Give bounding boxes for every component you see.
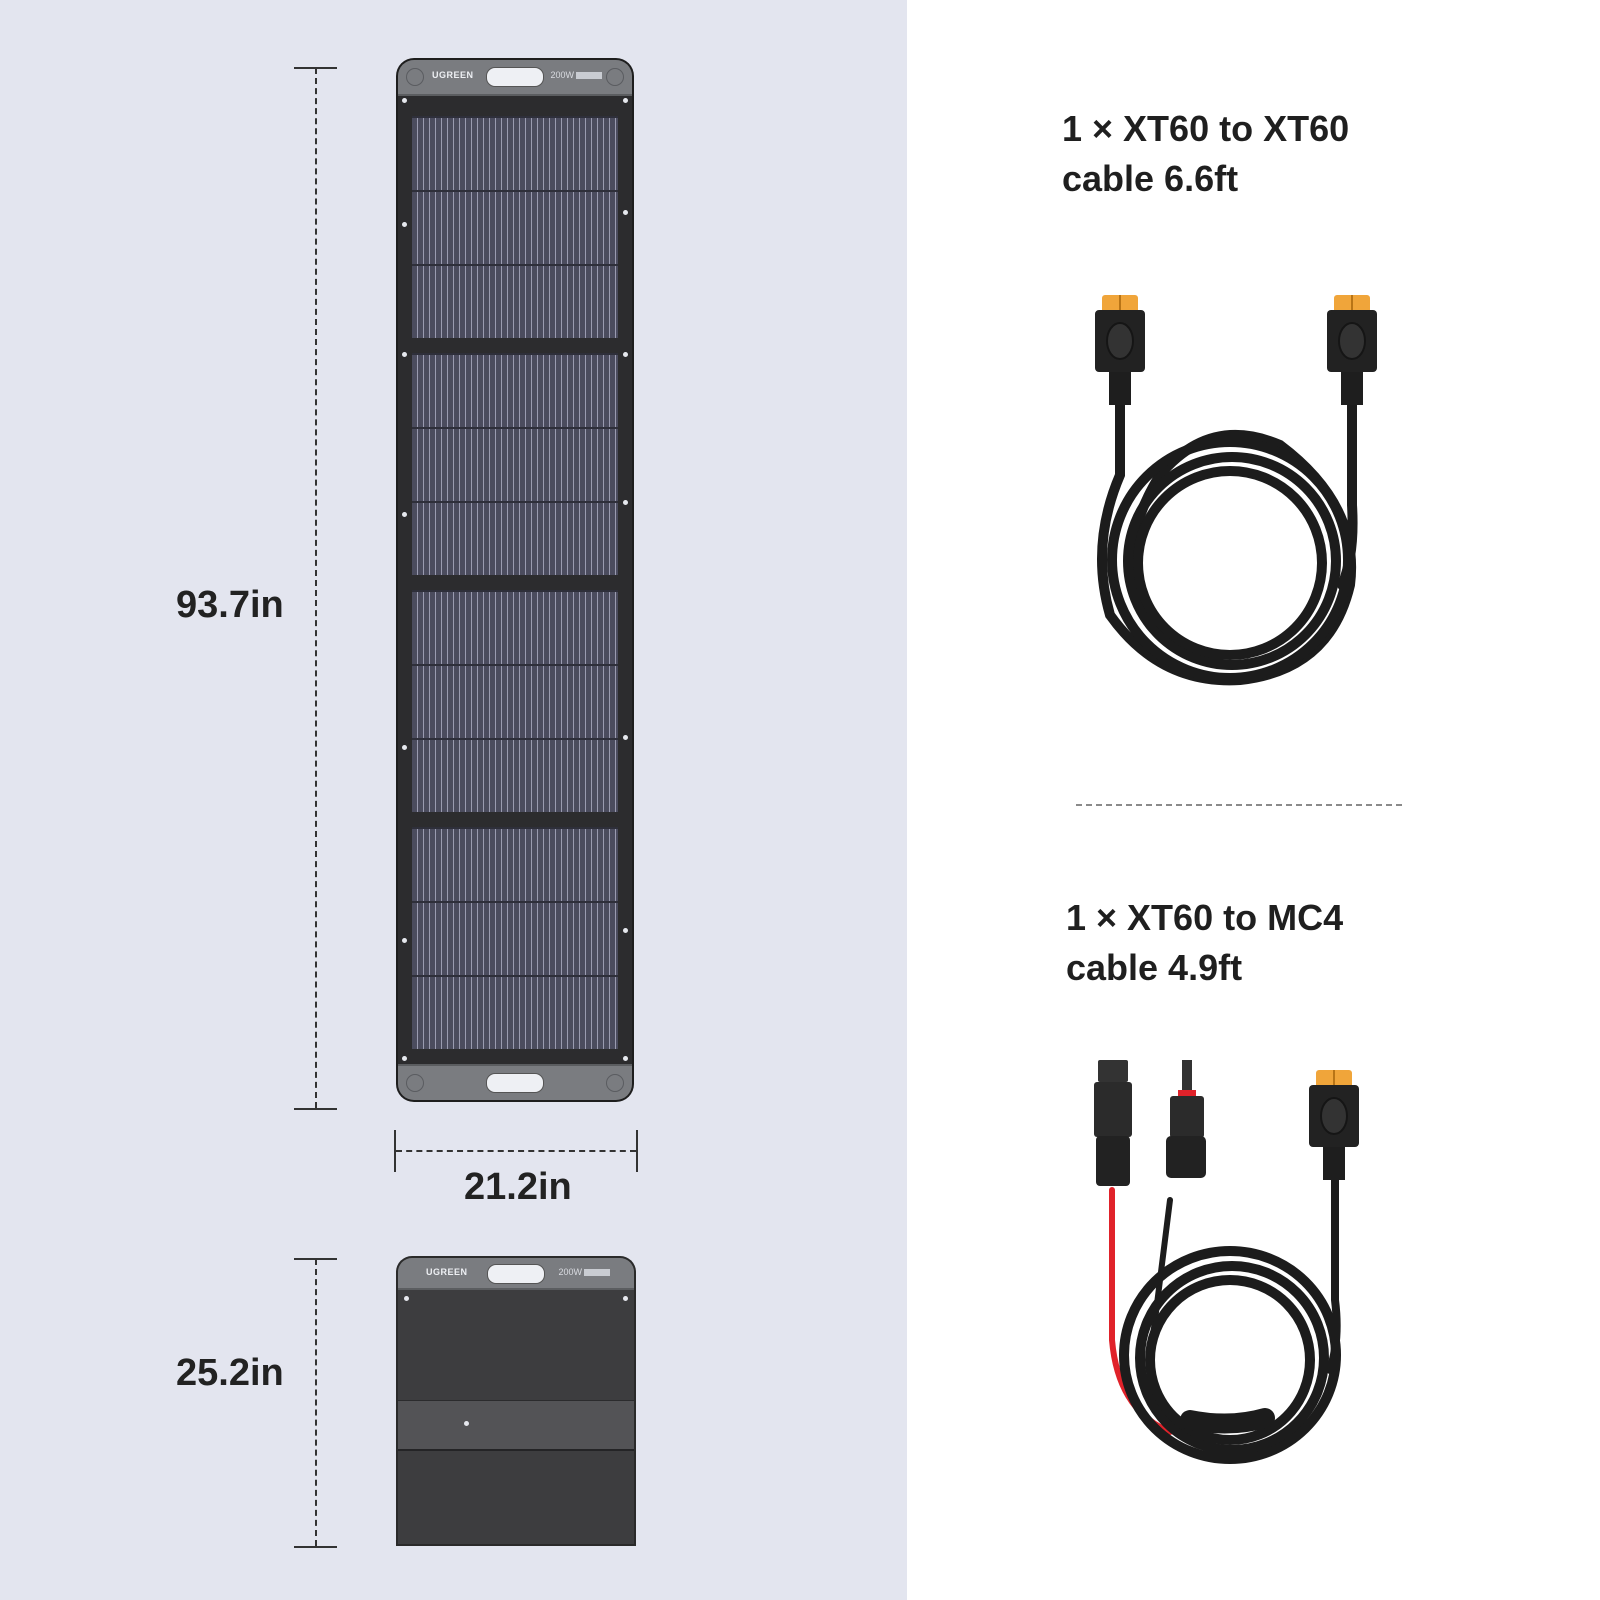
folded-dimension-line (315, 1259, 317, 1546)
rivet-icon (402, 1056, 407, 1061)
accessory-1-title: 1 × XT60 to XT60 cable 6.6ft (1062, 104, 1349, 204)
solar-cell-section-4 (412, 827, 618, 1049)
accessory-2-name: 1 × XT60 to MC4 (1066, 897, 1344, 938)
brand-logo: UGREEN (426, 1267, 468, 1277)
rivet-icon (402, 222, 407, 227)
solar-cell-section-1 (412, 116, 618, 338)
xt60-to-mc4-cable-image (1094, 1060, 1359, 1464)
xt60-connector-left-icon (1095, 295, 1145, 405)
cable-coil (1097, 390, 1358, 686)
rivet-icon (402, 745, 407, 750)
carry-handle (486, 67, 544, 87)
cable-coil (1109, 1176, 1341, 1464)
grommet-icon (606, 1074, 624, 1092)
rivet-icon (623, 735, 628, 740)
brand-logo: UGREEN (432, 70, 474, 80)
mc4-female-connector-icon (1094, 1060, 1132, 1186)
accessory-2-length: cable 4.9ft (1066, 947, 1243, 988)
rivet-icon (623, 1056, 628, 1061)
solar-panel-unfolded: UGREEN 200W (398, 60, 632, 1100)
wattage-badge (584, 1269, 610, 1277)
carry-handle (486, 1073, 544, 1093)
width-dimension-line (396, 1150, 636, 1152)
accessory-1-name: 1 × XT60 to XT60 (1062, 108, 1350, 149)
mc4-male-connector-icon (1166, 1060, 1206, 1178)
rivet-icon (623, 98, 628, 103)
wattage-badge (576, 72, 602, 80)
right-pane-background (907, 0, 1600, 1600)
grommet-icon (406, 68, 424, 86)
grommet-icon (606, 68, 624, 86)
width-dimension-right-tick (636, 1130, 638, 1172)
folded-height-label: 25.2in (176, 1352, 284, 1394)
rivet-icon (464, 1421, 469, 1426)
panel-bottom-cap (398, 1064, 632, 1100)
grommet-icon (406, 1074, 424, 1092)
fold-strap (398, 1400, 634, 1451)
height-dimension-bottom-tick (294, 1108, 337, 1110)
height-dimension-line (315, 68, 317, 1108)
carry-handle (487, 1264, 545, 1284)
rivet-icon (404, 1296, 409, 1301)
xt60-connector-right-icon (1327, 295, 1377, 405)
panel-top-cap: UGREEN 200W (398, 60, 632, 96)
unfolded-height-label: 93.7in (176, 584, 284, 626)
wattage-value: 200W (558, 1267, 582, 1277)
rivet-icon (402, 938, 407, 943)
xt60-to-xt60-cable-image (1095, 295, 1377, 686)
rivet-icon (623, 1296, 628, 1301)
solar-cell-section-3 (412, 590, 618, 812)
wattage-label: 200W (550, 70, 602, 80)
accessory-1-length: cable 6.6ft (1062, 158, 1239, 199)
rivet-icon (402, 512, 407, 517)
unfolded-width-label: 21.2in (464, 1166, 572, 1208)
rivet-icon (623, 352, 628, 357)
wattage-label: 200W (558, 1267, 610, 1277)
accessory-2-title: 1 × XT60 to MC4 cable 4.9ft (1066, 893, 1343, 993)
folded-dimension-bottom-tick (294, 1546, 337, 1548)
rivet-icon (623, 928, 628, 933)
width-dimension-left-tick (394, 1130, 396, 1172)
xt60-connector-icon (1309, 1070, 1359, 1180)
solar-cell-section-2 (412, 353, 618, 575)
rivet-icon (402, 98, 407, 103)
solar-panel-folded: UGREEN 200W (398, 1258, 634, 1544)
folded-top-cap: UGREEN 200W (398, 1258, 634, 1290)
wattage-value: 200W (550, 70, 574, 80)
rivet-icon (623, 210, 628, 215)
rivet-icon (402, 352, 407, 357)
section-divider (1076, 804, 1402, 806)
rivet-icon (623, 500, 628, 505)
